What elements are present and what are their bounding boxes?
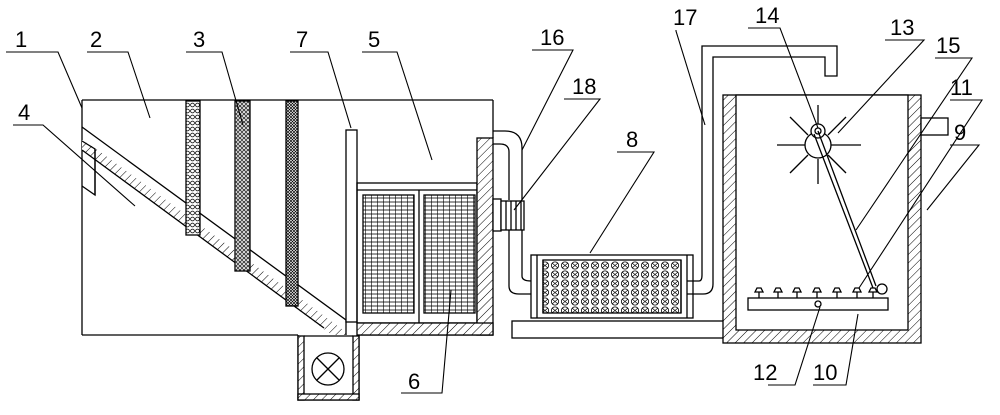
- label-10: 10: [813, 360, 837, 385]
- label-18: 18: [572, 74, 596, 99]
- label-6: 6: [408, 369, 420, 394]
- filter-cartridge: [530, 254, 694, 319]
- outlet-valve-icon: [311, 352, 345, 386]
- label-3: 3: [193, 27, 205, 52]
- label-16: 16: [540, 25, 564, 50]
- label-7: 7: [296, 27, 308, 52]
- pump-icon: [492, 198, 525, 232]
- label-17: 17: [673, 5, 697, 30]
- outlet-pipe: [297, 335, 360, 401]
- filter-layers: [185, 100, 299, 307]
- label-2: 2: [90, 27, 102, 52]
- label-15: 15: [936, 33, 960, 58]
- label-12: 12: [753, 360, 777, 385]
- label-4: 4: [18, 100, 30, 125]
- label-13: 13: [890, 15, 914, 40]
- leader-lines: [6, 27, 984, 394]
- spray-nozzles: [753, 287, 879, 298]
- partition-plate: [345, 129, 358, 323]
- label-8: 8: [626, 127, 638, 152]
- label-14: 14: [755, 3, 779, 28]
- label-5: 5: [368, 27, 380, 52]
- cartridge-stand: [511, 320, 725, 339]
- link-rod: [813, 130, 888, 295]
- label-9: 9: [954, 120, 966, 145]
- label-11: 11: [950, 75, 973, 100]
- treatment-chamber: [356, 137, 494, 336]
- riser-pipe: [687, 45, 838, 295]
- label-1: 1: [15, 27, 27, 52]
- inclined-chute: [81, 126, 347, 335]
- spray-bar: [747, 297, 889, 311]
- part-labels: 1 2 3 4 5 6 7 8 9 10 11 12 13 14 15 16 1…: [15, 3, 973, 394]
